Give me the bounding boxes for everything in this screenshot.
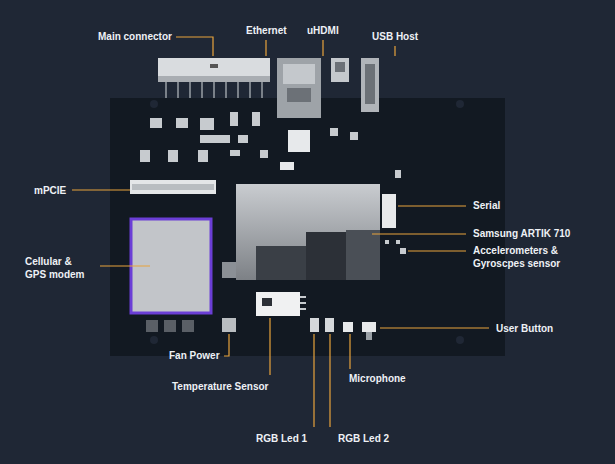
mpcie-socket	[130, 180, 216, 194]
callout-label: Temperature Sensor	[172, 380, 269, 393]
circuit-board	[110, 98, 505, 356]
usb-port	[361, 58, 379, 112]
callout-label: Fan Power	[169, 349, 220, 362]
callout-label: Samsung ARTIK 710	[473, 227, 570, 240]
callout-label: USB Host	[372, 30, 418, 43]
uhdmi-port	[331, 58, 349, 82]
chip	[288, 130, 310, 152]
artik-module	[236, 184, 380, 280]
callout-label: mPCIE	[34, 184, 66, 197]
callout-label: Microphone	[349, 372, 406, 385]
callout-label: Accelerometers & Gyroscpes sensor	[473, 244, 598, 270]
callout-label: Cellular & GPS modem	[25, 255, 95, 281]
callout-label: RGB Led 2	[338, 432, 389, 445]
module-pads	[146, 320, 194, 332]
user-button	[362, 322, 376, 332]
serial-header	[382, 194, 396, 228]
microphone	[343, 322, 353, 332]
rgb-led	[325, 318, 334, 332]
fan-connector	[222, 318, 236, 332]
ethernet-jack	[277, 58, 321, 118]
callout-label: Main connector	[98, 30, 172, 43]
callout-label: User Button	[496, 322, 553, 335]
callout-label: Serial	[473, 199, 500, 212]
leader-lines	[72, 37, 489, 427]
main-connector	[158, 58, 270, 98]
rgb-led	[310, 318, 319, 332]
callout-label: Ethernet	[246, 24, 287, 37]
temperature-sensor	[256, 292, 300, 316]
callout-label: uHDMI	[307, 24, 339, 37]
callout-label: RGB Led 1	[256, 432, 307, 445]
